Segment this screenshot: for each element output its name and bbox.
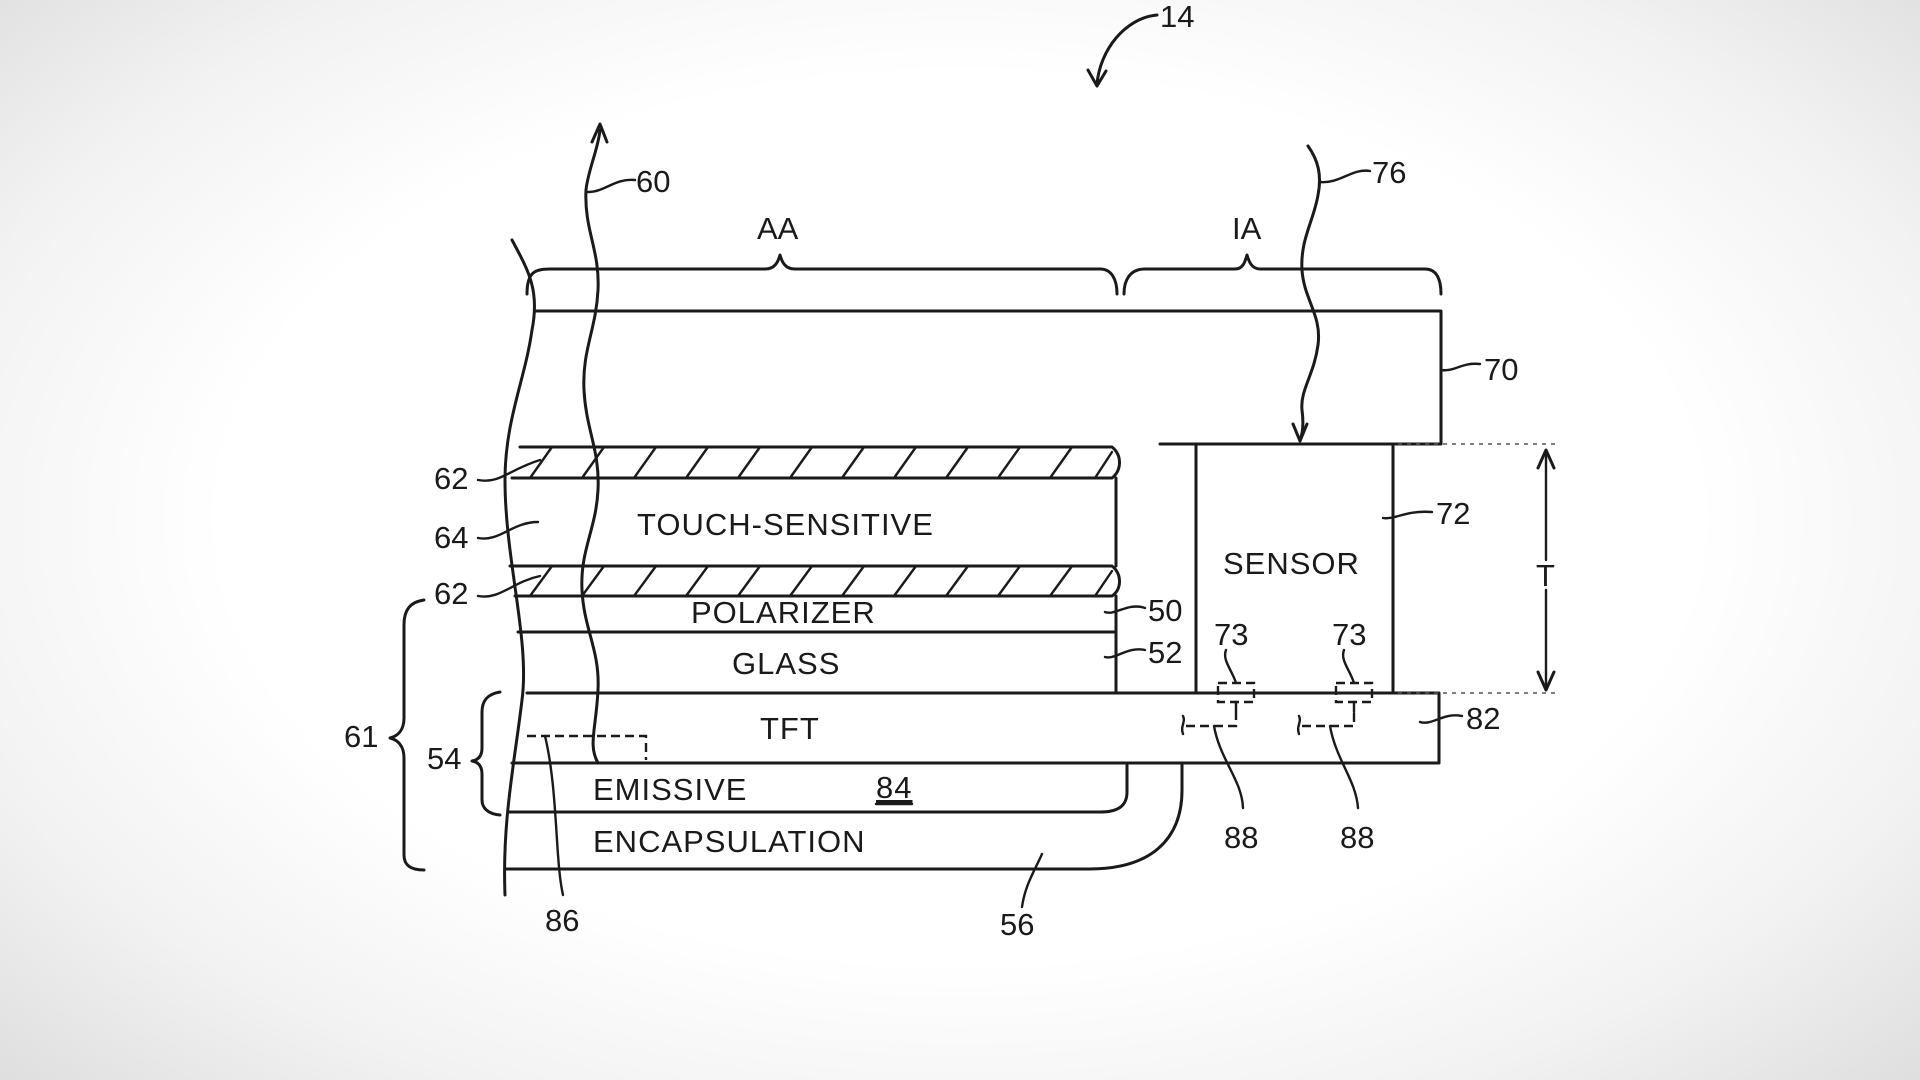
emissive-label: EMISSIVE (593, 772, 747, 807)
touch-sensitive-layer: TOUCH-SENSITIVE (637, 476, 1118, 568)
sensor: SENSOR 72 73 73 (1194, 442, 1470, 714)
emissive-layer: EMISSIVE 84 (506, 761, 1129, 814)
figure-reference: 14 (1086, 0, 1194, 88)
ref-62-bottom: 62 (434, 576, 468, 611)
emissive-ref-84: 84 (876, 770, 912, 805)
encapsulation-layer: ENCAPSULATION 56 (503, 761, 1184, 942)
ref-61: 61 (344, 719, 378, 754)
ref-62-top: 62 (434, 461, 468, 496)
bracket-54: 54 (427, 690, 502, 817)
adhesive-layer-top (510, 445, 1121, 480)
tft-layer: TFT 82 88 88 86 (510, 691, 1500, 938)
ref-52: 52 (1148, 635, 1182, 670)
ref-73-a: 73 (1214, 617, 1248, 652)
region-braces: AA IA (525, 211, 1443, 296)
ref-88-a: 88 (1224, 820, 1258, 855)
sensor-label: SENSOR (1223, 546, 1360, 581)
ref-70: 70 (1484, 352, 1518, 387)
label-ia: IA (1232, 211, 1262, 246)
label-t: T (1536, 558, 1555, 593)
ref-56: 56 (1000, 907, 1034, 942)
ref-82: 82 (1466, 701, 1500, 736)
ref-64: 64 (434, 520, 468, 555)
ref-76: 76 (1372, 155, 1406, 190)
tft-label: TFT (760, 711, 820, 746)
light-ray-60: 60 (580, 122, 670, 765)
touch-sensitive-label: TOUCH-SENSITIVE (637, 507, 934, 542)
ref-86: 86 (545, 903, 579, 938)
glass-layer: GLASS 52 (732, 635, 1182, 681)
bracket-61: 61 (344, 598, 426, 872)
ref-73-b: 73 (1332, 617, 1366, 652)
ref-50: 50 (1148, 593, 1182, 628)
break-line (503, 238, 537, 897)
ref-88-b: 88 (1340, 820, 1374, 855)
brace-aa (525, 253, 1119, 296)
polarizer-layer: POLARIZER 50 (516, 593, 1182, 695)
light-ray-76: 76 (1291, 144, 1406, 443)
glass-label: GLASS (732, 646, 840, 681)
ref-14: 14 (1160, 0, 1194, 34)
adhesive-layer-bottom (508, 564, 1121, 598)
ref-60: 60 (636, 164, 670, 199)
left-labels: 62 64 62 (434, 458, 542, 611)
cover-layer: 70 (533, 309, 1518, 446)
brace-ia (1122, 253, 1443, 296)
thickness-dimension: T (1398, 443, 1560, 694)
label-aa: AA (757, 211, 799, 246)
ref-72: 72 (1436, 496, 1470, 531)
polarizer-label: POLARIZER (691, 595, 876, 630)
ref-54: 54 (427, 741, 461, 776)
encapsulation-label: ENCAPSULATION (593, 824, 866, 859)
